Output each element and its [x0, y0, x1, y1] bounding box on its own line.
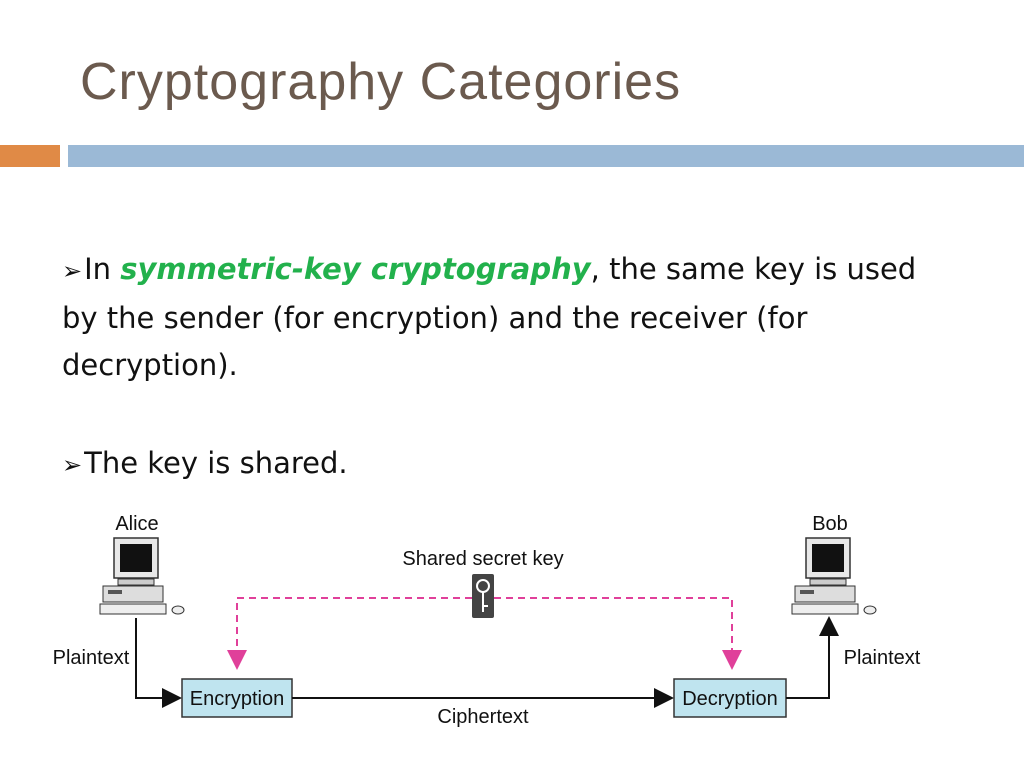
alice-computer-icon: [99, 537, 185, 615]
ciphertext-label: Ciphertext: [437, 706, 529, 728]
bob-label: Bob: [812, 513, 848, 535]
alice-label: Alice: [115, 513, 158, 535]
bullet-symmetric-key: ➢In symmetric-key cryptography, the same…: [62, 246, 932, 389]
bullet-rest: , the same key is used by the sender (fo…: [62, 252, 917, 382]
accent-bar-blue: [68, 145, 1024, 167]
key-distribution-lines: [227, 597, 742, 670]
plaintext-in-arrow: [135, 618, 182, 708]
symmetric-key-diagram: Alice Bob Shared secret key Plaintext En…: [53, 513, 921, 728]
bullet-arrow-icon: ➢: [62, 257, 83, 285]
bullet-key-shared: ➢The key is shared.: [62, 440, 348, 489]
encryption-label: Encryption: [190, 688, 285, 710]
plaintext-left-label: Plaintext: [53, 647, 130, 669]
slide-title: Cryptography Categories: [80, 53, 682, 111]
accent-bar-orange: [0, 145, 60, 167]
bullet-text: The key is shared.: [84, 446, 348, 480]
decryption-label: Decryption: [682, 688, 778, 710]
plaintext-out-arrow: [786, 616, 839, 699]
shared-key-label: Shared secret key: [402, 548, 563, 570]
bob-computer-icon: [791, 537, 877, 615]
encryption-box: [181, 678, 293, 718]
bullet-prefix: In: [84, 252, 121, 286]
decryption-box: [673, 678, 787, 718]
key-icon: [472, 574, 494, 618]
bullet-arrow-icon: ➢: [62, 451, 83, 479]
plaintext-right-label: Plaintext: [844, 647, 921, 669]
emphasis-term: symmetric-key cryptography: [120, 252, 591, 286]
